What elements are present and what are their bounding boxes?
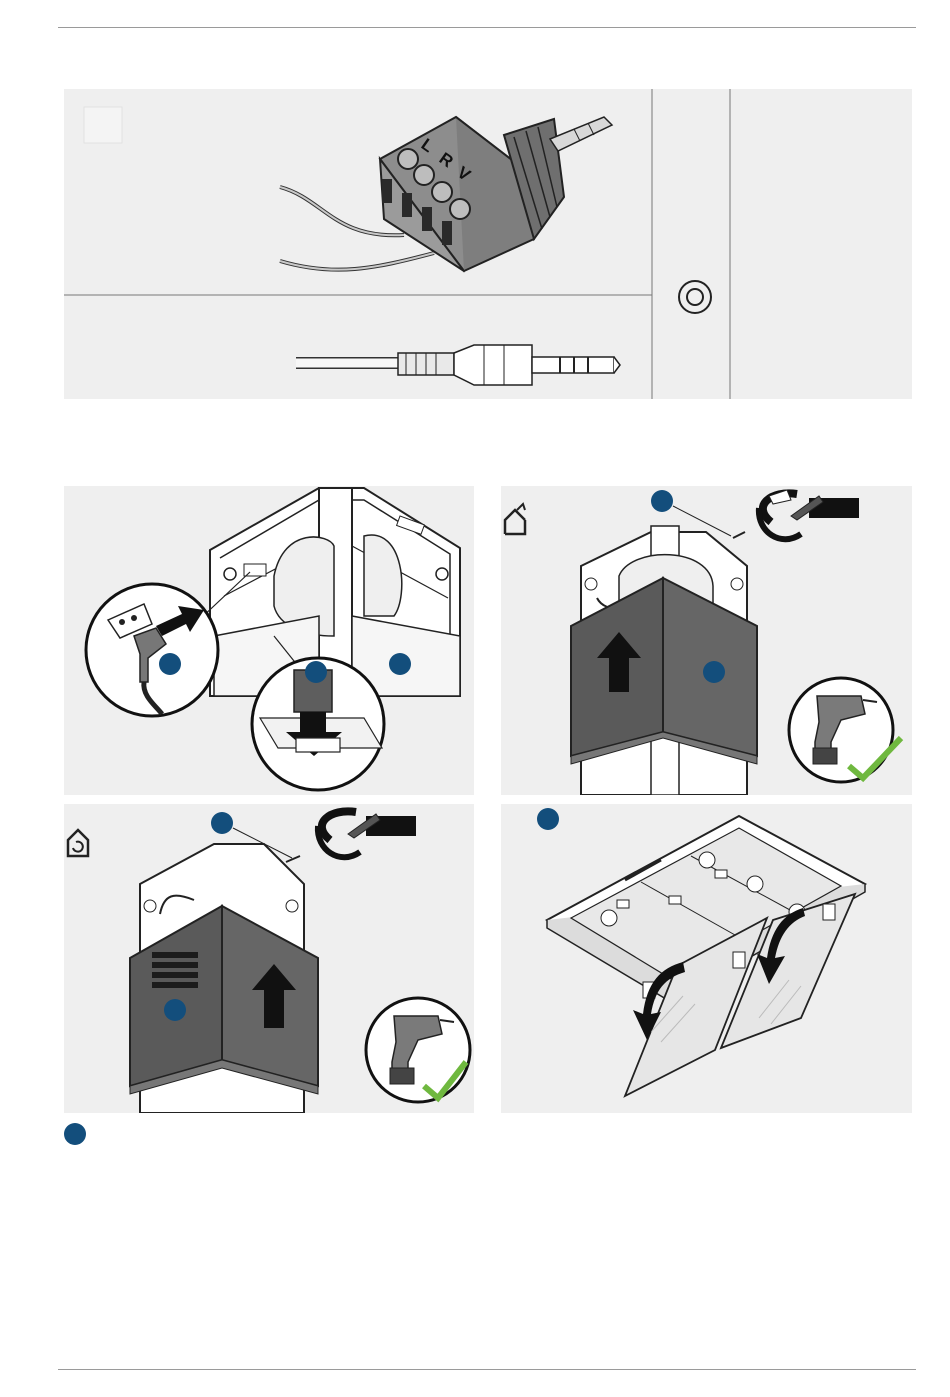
socket-detail-callout [252, 658, 384, 790]
screwdriver-icon [759, 490, 859, 539]
terminal-block [380, 117, 612, 271]
cordless-drill-icon [366, 998, 470, 1102]
top-rule [58, 27, 916, 28]
jack-plug-cable [296, 345, 620, 385]
step-connect-plug-panel [64, 486, 474, 795]
connect-plug-illustration [64, 486, 474, 795]
footnote-badge [64, 1123, 86, 1145]
mount-cover-recirculation-illustration [64, 804, 474, 1113]
step-badge [389, 653, 411, 675]
jack-connection-panel: L R V [64, 89, 912, 399]
bottom-rule [58, 1369, 916, 1370]
open-filter-panels-illustration [501, 804, 912, 1113]
step-open-filter-panels-panel [501, 804, 912, 1113]
audio-socket-icon [679, 281, 711, 313]
callout-badge [159, 653, 181, 675]
house-recirculation-icon [68, 830, 88, 856]
mount-cover-exhaust-illustration [501, 486, 912, 795]
step-mount-cover-recirculation-panel [64, 804, 474, 1113]
step-mount-cover-exhaust-panel [501, 486, 912, 795]
screwdriver-icon [318, 811, 416, 857]
plug-detail-callout [86, 584, 218, 716]
house-outline-icon [505, 504, 525, 534]
jack-connection-illustration: L R V [64, 89, 912, 399]
